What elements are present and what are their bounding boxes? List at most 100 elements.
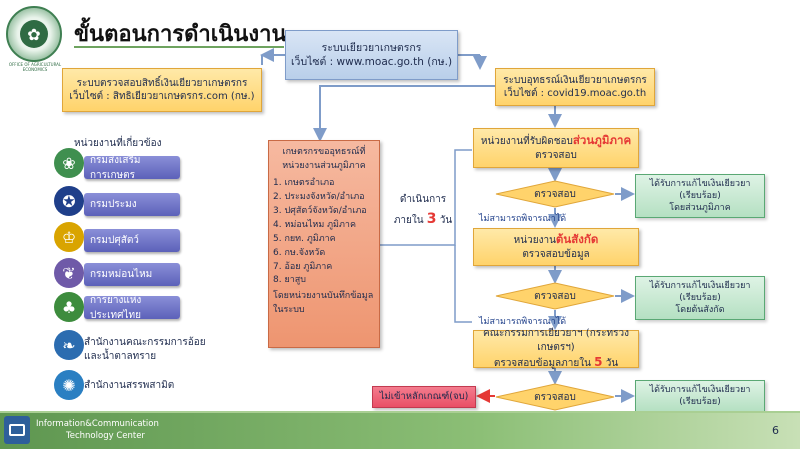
deadline-suffix: วัน xyxy=(439,215,453,226)
deadline-prefix: ภายใน xyxy=(393,215,424,226)
central-system-box: ระบบเยียวยาเกษตรกร เว็บไซต์ : www.moac.g… xyxy=(285,30,458,80)
rights-check-website: เว็บไซต์ : สิทธิเยียวยาเกษตรกร.com (กษ.) xyxy=(69,91,255,102)
regional-highlight: ส่วนภูมิภาค xyxy=(572,133,632,148)
regional-unit-subtitle: ตรวจสอบ xyxy=(535,150,577,161)
result-regional-box: ได้รับการแก้ไขเงินเยียวยา (เรียบร้อย) โด… xyxy=(635,174,765,218)
page-number: 6 xyxy=(772,424,779,437)
fisheries-emblem-icon: ✪ xyxy=(54,186,84,216)
decision-check-1: ตรวจสอบ xyxy=(495,180,615,208)
agency-label: กรมส่งเสริมการเกษตร xyxy=(90,154,141,181)
agency-label-line2: และน้ำตาลทราย xyxy=(84,350,157,362)
decision-label: ตรวจสอบ xyxy=(534,391,576,403)
reject-label-1: ไม่สามารถพิจารณาได้ xyxy=(479,214,567,224)
appeal-office-item: 4. หม่อนไหม ภูมิภาค xyxy=(273,219,356,230)
ministry-emblem-icon: ✿ xyxy=(20,20,48,48)
diamond-shape xyxy=(495,180,615,208)
agency-sugar-board: สำนักงานคณะกรรมการอ้อย และน้ำตาลทราย xyxy=(84,336,206,363)
agency-rubber-authority: การยางแห่งประเทศไทย xyxy=(84,295,180,321)
appeal-system-title: ระบบอุทธรณ์เงินเยียวยาเกษตรกร xyxy=(503,74,647,86)
deadline-days: 3 xyxy=(426,211,437,227)
appeal-system-box: ระบบอุทธรณ์เงินเยียวยาเกษตรกร เว็บไซต์ :… xyxy=(495,68,655,106)
committee-suffix: วัน xyxy=(605,358,619,370)
agency-excise: สำนักงานสรรพสามิต xyxy=(84,380,175,391)
regional-prefix: หน่วยงานที่รับผิดชอบ xyxy=(480,136,573,148)
deadline-line2: ภายใน 3 วัน xyxy=(392,208,454,230)
decision-label: ตรวจสอบ xyxy=(534,290,576,302)
agency-fisheries: กรมประมง xyxy=(84,193,180,216)
result-committee-box: ได้รับการแก้ไขเงินเยียวยา (เรียบร้อย) xyxy=(635,380,765,412)
decision-check-3: ตรวจสอบ xyxy=(495,383,615,411)
committee-days: 5 xyxy=(594,355,603,370)
central-system-website: เว็บไซต์ : www.moac.go.th (กษ.) xyxy=(290,56,453,68)
result-line3: โดยส่วนภูมิภาค xyxy=(669,203,731,214)
parent-unit-box: หน่วยงานต้นสังกัด ตรวจสอบข้อมูล xyxy=(473,228,639,266)
doae-emblem-icon: ❀ xyxy=(54,148,84,178)
page-title: ขั้นตอนการดำเนินงาน xyxy=(74,22,287,47)
appeal-office-item: 6. กษ.จังหวัด xyxy=(273,247,326,258)
appeal-office-item: 3. ปศุสัตว์จังหวัด/อำเภอ xyxy=(273,205,367,216)
decision-label: ตรวจสอบ xyxy=(534,188,576,200)
decision-check-2: ตรวจสอบ xyxy=(495,282,615,310)
appeal-offices-title: เกษตรกรขออุทธรณ์ที่ xyxy=(282,147,366,157)
regional-unit-box: หน่วยงานที่รับผิดชอบส่วนภูมิภาค ตรวจสอบ xyxy=(473,128,639,168)
central-system-title: ระบบเยียวยาเกษตรกร xyxy=(321,41,422,54)
agency-livestock: กรมปศุสัตว์ xyxy=(84,229,180,252)
parent-unit-subtitle: ตรวจสอบข้อมูล xyxy=(522,249,590,260)
appeal-office-item: 5. กยท. ภูมิภาค xyxy=(273,233,336,244)
result-line2: (เรียบร้อย) xyxy=(679,397,721,407)
result-line2: (เรียบร้อย) xyxy=(679,190,721,201)
livestock-emblem-icon: ♔ xyxy=(54,222,84,252)
appeal-offices-note-line2: ในระบบ xyxy=(273,305,305,316)
ministry-logo: ✿ xyxy=(6,6,62,62)
result-parent-box: ได้รับการแก้ไขเงินเยียวยา (เรียบร้อย) โด… xyxy=(635,276,765,320)
footer-org-line1: Information&Communication xyxy=(36,419,159,429)
rights-check-title: ระบบตรวจสอบสิทธิ์เงินเยียวยาเกษตรกร xyxy=(76,77,248,89)
regional-unit-title: หน่วยงานที่รับผิดชอบส่วนภูมิภาค xyxy=(481,133,631,149)
appeal-offices-subtitle: หน่วยงานส่วนภูมิภาค xyxy=(282,160,366,171)
appeal-system-website: เว็บไซต์ : covid19.moac.go.th xyxy=(503,88,647,99)
agency-label: การยางแห่งประเทศไทย xyxy=(90,294,142,321)
agency-label: กรมประมง xyxy=(90,199,137,210)
agency-label: กรมหม่อนไหม xyxy=(90,269,153,280)
title-underline xyxy=(74,46,284,48)
not-eligible-box: ไม่เข้าหลักเกณฑ์(จบ) xyxy=(372,386,476,408)
footer-divider xyxy=(0,411,800,413)
deadline-label: ดำเนินการ ภายใน 3 วัน xyxy=(392,192,454,230)
appeal-offices-box: เกษตรกรขออุทธรณ์ที่ หน่วยงานส่วนภูมิภาค … xyxy=(268,140,380,348)
committee-prefix: ตรวจสอบข้อมูลภายใน xyxy=(493,358,591,370)
appeal-office-item: 8. ยาสูบ xyxy=(273,275,306,286)
agencies-heading: หน่วยงานที่เกี่ยวข้อง xyxy=(74,138,162,149)
parent-prefix: หน่วยงาน xyxy=(513,235,556,247)
result-line1: ได้รับการแก้ไขเงินเยียวยา xyxy=(649,384,751,395)
ict-logo xyxy=(4,416,30,444)
diamond-shape xyxy=(495,282,615,310)
appeal-offices-note: โดยหน่วยงานบันทึกข้อมูล xyxy=(273,291,374,302)
parent-unit-title: หน่วยงานต้นสังกัด xyxy=(514,232,599,248)
footer-org-line2: Technology Center xyxy=(66,431,145,442)
result-line2: (เรียบร้อย) xyxy=(679,292,721,303)
logo-caption: OFFICE OF AGRICULTURAL ECONOMICS xyxy=(8,62,62,72)
committee-box: คณะกรรมการเยียวยาฯ (กระทรวงเกษตรฯ) ตรวจส… xyxy=(473,328,639,370)
appeal-office-item: 1. เกษตรอำเภอ xyxy=(273,177,335,188)
excise-emblem-icon: ✺ xyxy=(54,370,84,400)
monitor-icon xyxy=(9,424,25,436)
sugar-board-emblem-icon: ❧ xyxy=(54,330,84,360)
parent-highlight: ต้นสังกัด xyxy=(555,232,599,247)
reject-label-2: ไม่สามารถพิจารณาได้ xyxy=(479,317,567,327)
rubber-authority-emblem-icon: ♣ xyxy=(54,292,84,322)
agency-label: สำนักงานคณะกรรมการอ้อย xyxy=(84,337,206,348)
agency-sericulture: กรมหม่อนไหม xyxy=(84,263,180,286)
diamond-shape xyxy=(495,383,615,411)
agency-label: กรมปศุสัตว์ xyxy=(90,235,139,246)
result-line1: ได้รับการแก้ไขเงินเยียวยา xyxy=(649,178,751,189)
sericulture-emblem-icon: ❦ xyxy=(54,258,84,288)
rights-check-box: ระบบตรวจสอบสิทธิ์เงินเยียวยาเกษตรกร เว็บ… xyxy=(62,68,262,112)
committee-title: คณะกรรมการเยียวยาฯ (กระทรวงเกษตรฯ) xyxy=(483,328,629,353)
appeal-office-item: 7. อ้อย ภูมิภาค xyxy=(273,261,333,272)
result-line3: โดยต้นสังกัด xyxy=(675,305,725,316)
footer-bar xyxy=(0,413,800,449)
result-line1: ได้รับการแก้ไขเงินเยียวยา xyxy=(649,280,751,291)
footer-org: Information&Communication Technology Cen… xyxy=(36,418,159,443)
deadline-line1: ดำเนินการ xyxy=(399,194,447,205)
